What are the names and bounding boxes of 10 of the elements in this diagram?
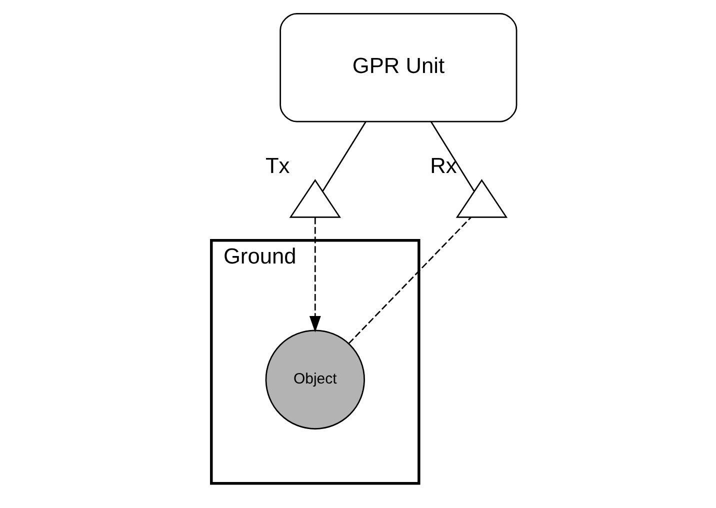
- node-circle: Object: [264, 330, 364, 430]
- connector: [348, 217, 471, 344]
- arrow: [308, 218, 320, 332]
- node-label: Rx: [430, 153, 456, 178]
- connector: [430, 121, 474, 192]
- connector: [322, 121, 366, 192]
- node-triangle: [288, 179, 340, 218]
- node-triangle: [455, 179, 508, 218]
- node-label: Tx: [264, 153, 290, 178]
- node-box: GPR Unit: [279, 13, 517, 122]
